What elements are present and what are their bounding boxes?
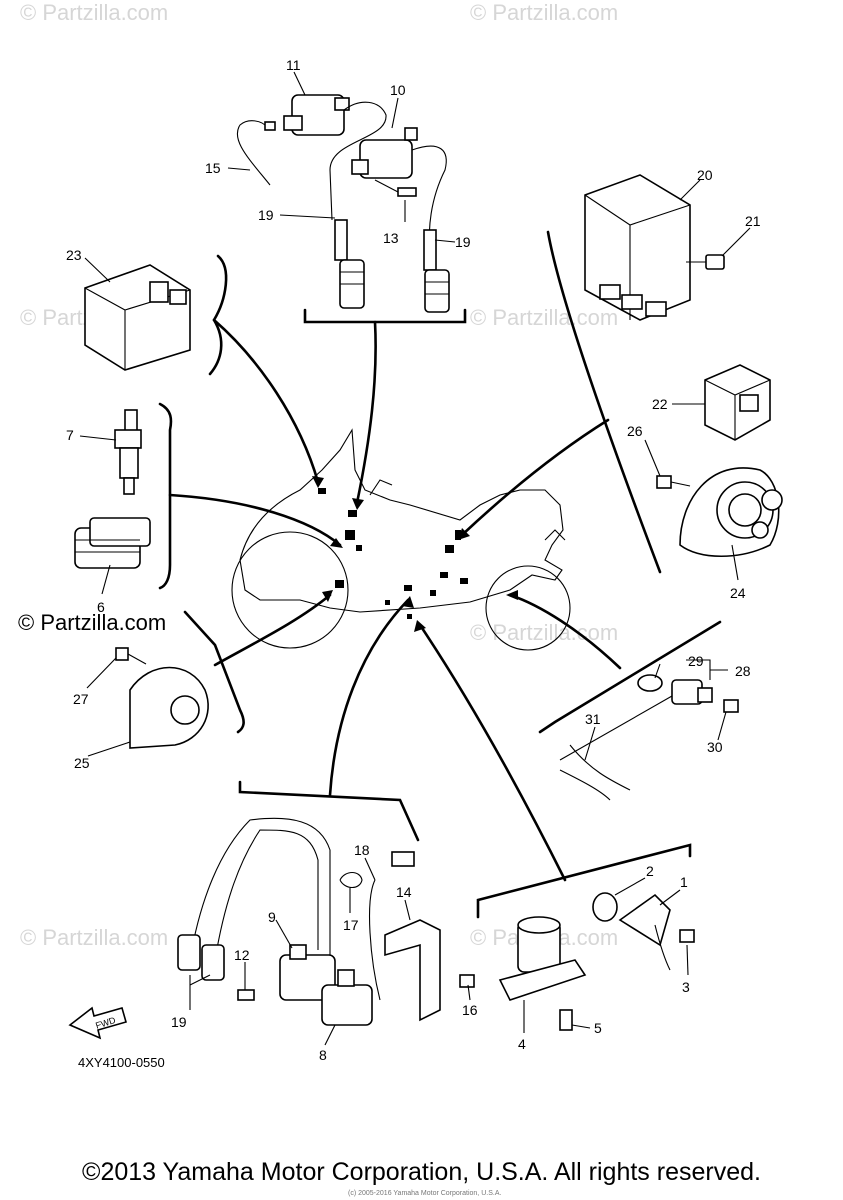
label-6: 6 (97, 599, 105, 615)
bolt-12 (237, 989, 255, 1001)
label-7: 7 (66, 427, 74, 443)
sensor-6 (74, 517, 151, 569)
label-10: 10 (390, 82, 406, 98)
sensor-1 (618, 893, 671, 971)
switch-7 (114, 409, 142, 495)
bolt-5 (559, 1009, 573, 1031)
clamp-17 (339, 871, 363, 889)
ring-2 (592, 892, 618, 922)
watermark: © Partzilla.com (20, 925, 168, 950)
horn-25 (129, 666, 209, 749)
watermark: © Partzilla.com (20, 0, 168, 25)
label-20: 20 (697, 167, 713, 183)
part-labels: 11 10 15 19 13 19 20 21 23 22 26 24 7 6 … (66, 57, 761, 1063)
bolt-30 (723, 699, 739, 713)
plug-cap-19-lower-b (201, 944, 225, 981)
ecu-20 (584, 174, 691, 321)
lower-coil-leads (189, 817, 331, 961)
label-16: 16 (462, 1002, 478, 1018)
label-29: 29 (688, 653, 704, 669)
arrowheads (312, 476, 518, 632)
bolt-27 (115, 647, 147, 665)
label-15: 15 (205, 160, 221, 176)
group-brackets (158, 230, 722, 919)
diagram-code: 4XY4100-0550 (78, 1055, 165, 1070)
label-13: 13 (383, 230, 399, 246)
ignition-coil-11 (283, 94, 387, 221)
horn-24 (679, 467, 783, 558)
label-9: 9 (268, 909, 276, 925)
label-25: 25 (74, 755, 90, 771)
bolt-16 (459, 974, 475, 988)
label-26: 26 (627, 423, 643, 439)
small-copyright: (c) 2005-2016 Yamaha Motor Corporation, … (348, 1190, 502, 1197)
bolt-21 (686, 254, 725, 270)
label-19-upper-right: 19 (455, 234, 471, 250)
label-leaders (79, 71, 751, 1046)
wire-15 (236, 120, 276, 186)
plug-cap-19-left (334, 219, 365, 309)
bolt-26 (656, 475, 691, 489)
watermarks: © Partzilla.com © Partzilla.com © Partzi… (20, 0, 618, 950)
label-30: 30 (707, 739, 723, 755)
solenoid-4 (498, 916, 587, 1001)
label-5: 5 (594, 1020, 602, 1036)
relay-22 (704, 364, 771, 441)
coil-9 (279, 944, 336, 1001)
plug-cap-19-right (423, 229, 450, 313)
coil-8 (321, 969, 373, 1026)
bracket-14 (384, 919, 441, 1022)
label-19-lower: 19 (171, 1014, 187, 1030)
leader-lines (168, 318, 622, 882)
label-11: 11 (286, 57, 301, 73)
label-3: 3 (682, 979, 690, 995)
label-1: 1 (680, 874, 688, 890)
fwd-arrow: FWD (68, 1006, 127, 1040)
label-19-upper-left: 19 (258, 207, 274, 223)
label-2: 2 (646, 863, 654, 879)
label-8: 8 (319, 1047, 327, 1063)
label-18: 18 (354, 842, 370, 858)
label-22: 22 (652, 396, 668, 412)
label-17: 17 (343, 917, 359, 933)
sensor-28 (559, 674, 713, 761)
wire-18 (369, 851, 415, 1001)
label-28: 28 (735, 663, 751, 679)
clip-31 (559, 744, 631, 801)
partzilla-watermark: © Partzilla.com (18, 610, 167, 635)
motorcycle-outline (231, 428, 571, 651)
label-12: 12 (234, 947, 250, 963)
label-24: 24 (730, 585, 746, 601)
label-14: 14 (396, 884, 412, 900)
watermark: © Partzilla.com (470, 0, 618, 25)
label-4: 4 (518, 1036, 526, 1052)
location-marks (318, 488, 468, 619)
label-31: 31 (585, 711, 601, 727)
label-21: 21 (745, 213, 761, 229)
bolt-13 (374, 179, 417, 197)
watermark: © Partzilla.com (470, 620, 618, 645)
label-23: 23 (66, 247, 82, 263)
watermark: © Partzilla.com (470, 305, 618, 330)
relay-23 (84, 264, 191, 371)
label-27: 27 (73, 691, 89, 707)
bolt-3 (679, 929, 695, 943)
plug-cap-19-lower-a (177, 934, 201, 971)
copyright-footer: ©2013 Yamaha Motor Corporation, U.S.A. A… (82, 1158, 761, 1186)
